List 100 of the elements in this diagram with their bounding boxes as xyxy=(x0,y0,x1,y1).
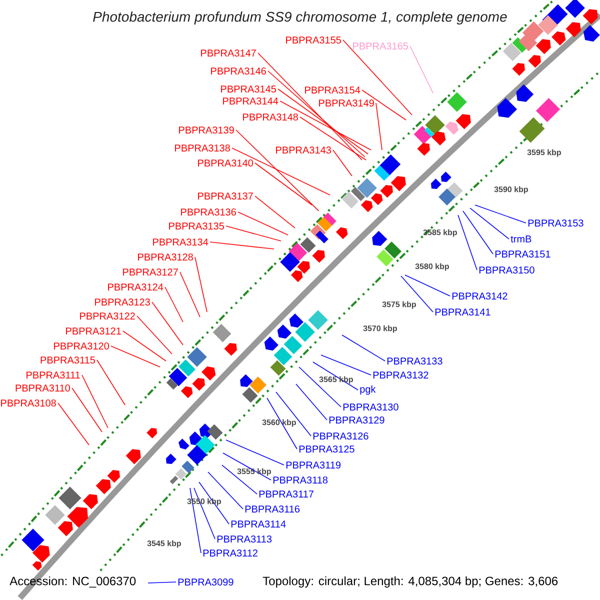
gene-label: PBPRA3148 xyxy=(243,113,298,121)
leader-line xyxy=(226,440,284,466)
leader-line xyxy=(58,402,90,446)
leader-line xyxy=(110,346,160,368)
gene-label: PBPRA3112 xyxy=(203,549,258,557)
scale-label: 3570 kbp xyxy=(363,325,397,333)
gene-label: PBPRA3130 xyxy=(343,403,398,411)
gene-label: PBPRA3114 xyxy=(231,520,286,528)
leader-line xyxy=(470,208,510,240)
scale-label: 3555 kbp xyxy=(237,468,271,476)
gene-label: PBPRA3126 xyxy=(313,432,368,440)
gene-label: PBPRA3111 xyxy=(26,371,80,379)
gene-label: PBPRA3147 xyxy=(201,49,256,57)
gene-label: PBPRA3153 xyxy=(528,219,584,227)
leader-line xyxy=(474,204,526,224)
leader-line xyxy=(376,102,382,150)
gene-label: PBPRA3155 xyxy=(286,36,341,44)
leader-line xyxy=(320,354,372,376)
gene-label: trmB xyxy=(510,236,532,242)
scale-label: 3545 kbp xyxy=(147,540,181,548)
gene-label: PBPRA3122 xyxy=(80,312,135,320)
leader-line xyxy=(410,46,434,94)
leader-line xyxy=(190,488,202,554)
gene-label: PBPRA3127 xyxy=(123,268,178,276)
gene-label: PBPRA3099 xyxy=(178,578,234,586)
gene-label: PBPRA3120 xyxy=(54,342,109,350)
leader-line xyxy=(342,334,386,362)
leader-line xyxy=(266,398,298,450)
gene-label: PBPRA3133 xyxy=(387,357,442,365)
gene-label: PBPRA3123 xyxy=(95,298,150,306)
leader-line xyxy=(96,360,126,406)
leader-line xyxy=(194,256,208,312)
gene-label: PBPRA3145 xyxy=(221,85,276,93)
gene-label: PBPRA3128 xyxy=(138,253,193,261)
leader-line xyxy=(82,374,108,428)
gene-label: PBPRA3108 xyxy=(1,399,56,407)
gene-label: pgk xyxy=(360,385,376,395)
leader-line xyxy=(238,212,288,236)
leader-line xyxy=(148,582,176,584)
leader-line xyxy=(208,472,244,510)
leader-line xyxy=(312,362,358,390)
scale-label: 3580 kbp xyxy=(415,263,449,271)
leader-line xyxy=(258,52,362,160)
leader-line xyxy=(152,302,184,346)
leader-line xyxy=(400,276,434,312)
gene-label: PBPRA3165 xyxy=(353,42,408,50)
leader-line xyxy=(296,384,328,420)
leader-line xyxy=(362,90,406,120)
title: Photobacterium profundum SS9 chromosome 1, complete genome xyxy=(93,11,507,25)
leader-line xyxy=(268,70,366,158)
leader-line xyxy=(278,88,368,154)
leader-line xyxy=(210,242,274,250)
leader-line xyxy=(458,214,478,270)
gene-label: PBPRA3113 xyxy=(217,535,272,543)
leader-line xyxy=(122,330,166,362)
scale-label: 3595 kbp xyxy=(527,149,561,157)
gene-label: PBPRA3125 xyxy=(299,445,354,453)
scale-label: 3590 kbp xyxy=(494,186,528,194)
gene-label: PBPRA3137 xyxy=(198,192,253,200)
gene-label: PBPRA3136 xyxy=(181,208,236,216)
gene-label: PBPRA3151 xyxy=(495,250,550,258)
gene-label: PBPRA3116 xyxy=(245,505,300,513)
gene-label: PBPRA3129 xyxy=(329,416,384,424)
gene-label: PBPRA3139 xyxy=(179,126,234,134)
gene-label: PBPRA3150 xyxy=(479,266,534,274)
gene-label: PBPRA3143 xyxy=(276,146,331,154)
leader-line xyxy=(254,162,312,206)
leader-line xyxy=(280,100,372,150)
gene-label: PBPRA3135 xyxy=(169,222,224,230)
gene-label: PBPRA3110 xyxy=(16,384,70,392)
gene-label: PBPRA3149 xyxy=(319,99,374,107)
leader-line xyxy=(232,148,330,196)
gene-label: PBPRA3144 xyxy=(223,97,278,105)
leader-line xyxy=(332,150,352,176)
gene-label: PBPRA3142 xyxy=(452,292,508,300)
scale-label: 3560 kbp xyxy=(262,419,296,427)
scale-label: 3575 kbp xyxy=(382,301,416,309)
gene-label: PBPRA3118 xyxy=(273,476,328,484)
leader-line xyxy=(164,286,184,322)
leader-line xyxy=(222,464,258,494)
leader-line xyxy=(136,316,172,354)
gene-label: PBPRA3141 xyxy=(435,308,490,316)
gene-label: PBPRA3124 xyxy=(108,283,164,291)
leader-line xyxy=(342,40,412,116)
info-text: Accession: NC_006370 xyxy=(10,576,136,588)
leader-line xyxy=(276,392,312,436)
leader-line xyxy=(72,388,102,432)
gene-label: PBPRA3121 xyxy=(66,327,121,335)
gene-label: PBPRA3119 xyxy=(286,461,341,469)
gene-label: PBPRA3146 xyxy=(211,67,266,75)
leader-line xyxy=(222,452,272,480)
leader-line xyxy=(236,130,320,212)
leader-line xyxy=(180,272,200,318)
leader-line xyxy=(404,274,450,296)
gene-label: PBPRA3154 xyxy=(305,86,360,94)
leader-line xyxy=(226,226,282,242)
gene-label: PBPRA3117 xyxy=(259,490,314,498)
gene-label: PBPRA3134 xyxy=(153,238,208,246)
leader-line xyxy=(298,366,342,408)
gene-label: PBPRA3115 xyxy=(40,356,95,364)
